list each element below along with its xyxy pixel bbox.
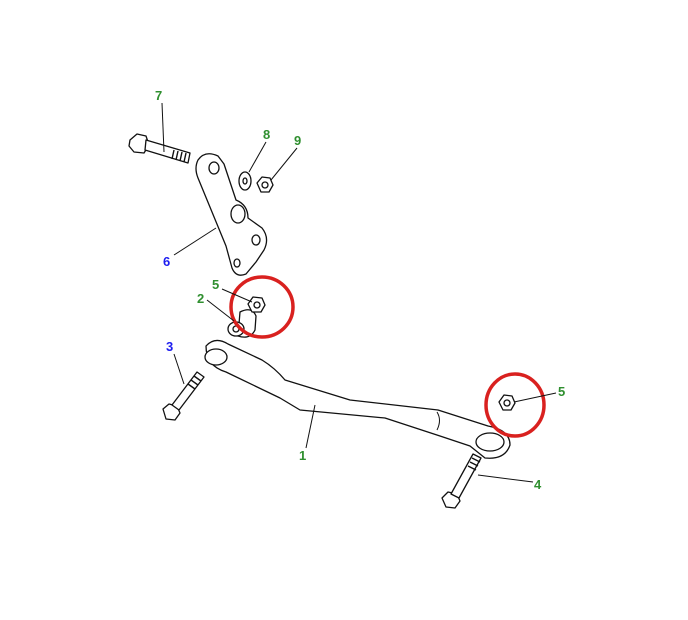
washer-8: [238, 171, 252, 191]
nut-5-lower: [498, 394, 516, 411]
pitman-arm-6: [195, 153, 268, 276]
callout-3: 3: [166, 339, 173, 354]
bolt-7: [128, 133, 191, 164]
callout-5-upper: 5: [212, 277, 219, 292]
nut-5-upper: [247, 296, 266, 313]
callout-1: 1: [299, 448, 306, 463]
leader-lines: [161, 102, 557, 483]
callout-7: 7: [155, 88, 162, 103]
callout-2: 2: [197, 291, 204, 306]
highlight-circle-lower: [484, 372, 546, 438]
highlight-circle-upper: [229, 275, 295, 339]
callout-6: 6: [163, 254, 170, 269]
nut-9: [256, 176, 274, 193]
bolt-3: [162, 371, 205, 421]
callout-4: 4: [534, 477, 542, 492]
bolt-4: [441, 453, 482, 509]
callout-8: 8: [263, 127, 270, 142]
bolt-7-thread: [171, 149, 187, 163]
callout-5-lower: 5: [558, 384, 565, 399]
tie-rod-1: [204, 339, 511, 459]
callout-9: 9: [294, 133, 301, 148]
